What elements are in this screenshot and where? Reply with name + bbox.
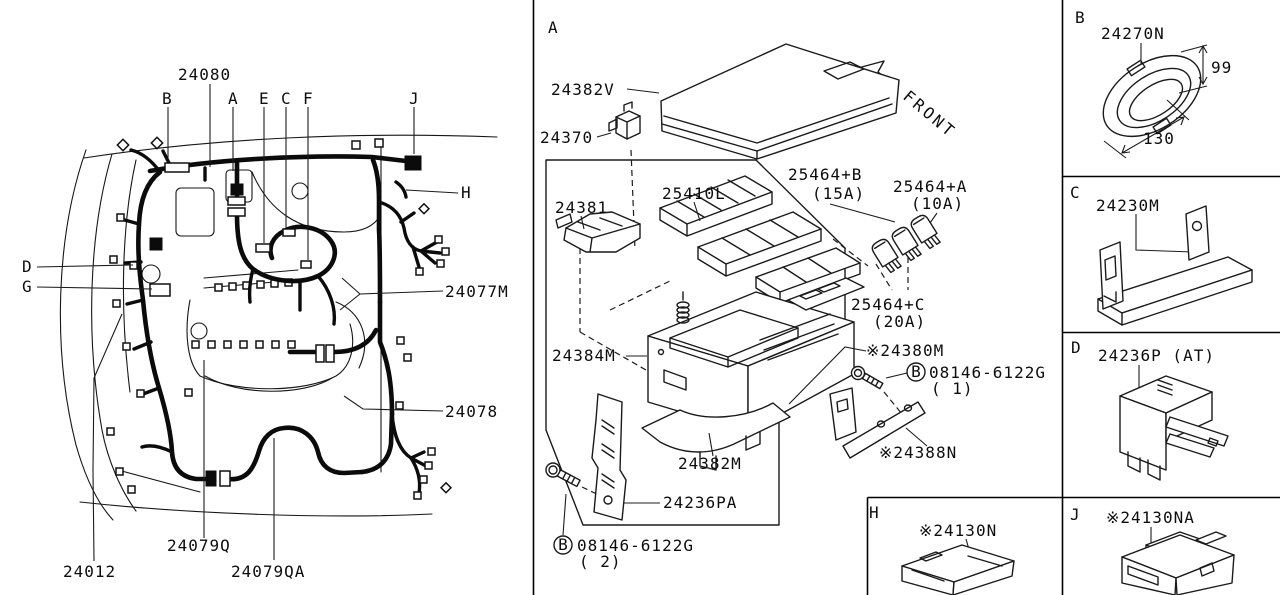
label-24381: 24381 [555, 198, 608, 217]
section-b-letter: B [1075, 8, 1085, 27]
bracket-24381-drawing [555, 211, 641, 253]
label-24270n: 24270N [1101, 24, 1165, 43]
callout-e: E [259, 89, 269, 108]
section-a-labels: 24382V 24370 24381 25410L 24384M 25464+B… [540, 80, 1046, 571]
section-b-panel: B 24270N 99 130 [1075, 8, 1232, 159]
callout-c: C [281, 89, 291, 108]
label-25464c-amp: (20A) [873, 312, 926, 331]
callout-f: F [303, 89, 313, 108]
grommet-24270n-drawing [1102, 54, 1202, 138]
label-bolt2-part: 08146-6122G [577, 536, 694, 555]
label-24080: 24080 [178, 65, 231, 84]
label-bolt1-part: 08146-6122G [929, 363, 1046, 382]
label-24382m: 24382M [678, 454, 742, 473]
label-25464a: 25464+A [893, 177, 967, 196]
label-25464b-amp: (15A) [812, 184, 865, 203]
label-24236p-at: 24236P (AT) [1098, 346, 1215, 365]
section-h-letter: H [869, 503, 879, 522]
callout-h: H [461, 183, 471, 202]
callout-d: D [22, 257, 32, 276]
section-c-panel: C 24230M [1070, 183, 1253, 326]
relay-24236p-drawing [1119, 375, 1229, 481]
label-24380m: ※24380M [866, 341, 944, 360]
label-bolt1-qty: ( 1) [931, 379, 974, 398]
engine-harness-panel: 24080 B A E C F J H D G 24077M 24078 240… [22, 65, 509, 581]
label-25464a-amp: (10A) [911, 194, 964, 213]
airbox-outline [175, 187, 215, 237]
label-24230m: 24230M [1096, 196, 1160, 215]
bolt1-ref-letter: B [911, 362, 921, 381]
section-a-leader-lines [562, 88, 938, 536]
callout-a: A [228, 89, 238, 108]
bolt-callout-2: B 08146-6122G ( 2) [553, 535, 694, 571]
label-24236pa: 24236PA [663, 493, 737, 512]
label-24077m: 24077M [445, 282, 509, 301]
section-c-letter: C [1070, 183, 1080, 202]
label-24130n: ※24130N [919, 521, 997, 540]
bracket-24230m-drawing [1097, 205, 1253, 326]
dimension-130: 130 [1103, 99, 1190, 159]
label-24078: 24078 [445, 402, 498, 421]
bolt-callout-1: B 08146-6122G ( 1) [906, 362, 1046, 398]
engine-outline [141, 169, 366, 392]
connectors [106, 136, 453, 500]
bolt-1-drawing [850, 365, 884, 390]
bracket-24382m-drawing [641, 402, 791, 453]
bolt2-ref-letter: B [558, 535, 568, 554]
label-24382v: 24382V [551, 80, 615, 99]
fusible-link-block-drawing [659, 175, 861, 304]
bracket-24388n-drawing [829, 387, 926, 459]
label-24384m: 24384M [552, 346, 616, 365]
fuse-25464-drawings [871, 214, 941, 274]
section-j-letter: J [1070, 505, 1080, 524]
harness-leader-lines [36, 84, 459, 562]
section-j-panel: J ※24130NA [1070, 505, 1235, 595]
callout-b: B [162, 89, 172, 108]
section-d-panel: D 24236P (AT) [1071, 338, 1229, 481]
connector-j-black [404, 155, 422, 171]
dimension-99: 99 [1178, 44, 1232, 94]
label-24079qa: 24079QA [231, 562, 305, 581]
connector-24130na-drawing [1121, 531, 1235, 595]
fuse-box-cover-drawing [660, 43, 900, 160]
label-24130na: ※24130NA [1106, 508, 1195, 527]
label-24370: 24370 [540, 128, 593, 147]
callout-g: G [22, 277, 32, 296]
front-label: FRONT [899, 87, 960, 142]
callout-j: J [409, 89, 419, 108]
harness-routing [119, 148, 442, 495]
label-25464b: 25464+B [788, 165, 862, 184]
label-24388n: ※24388N [879, 443, 957, 462]
label-24079q: 24079Q [167, 536, 231, 555]
clip-24370-drawing [608, 101, 641, 140]
section-h-panel: H ※24130N [869, 503, 1015, 595]
panel-dividers [532, 0, 1280, 595]
label-dim-99: 99 [1211, 58, 1232, 77]
section-a-letter: A [548, 18, 558, 37]
bolt-2-drawing [545, 462, 581, 488]
bracket-24236pa-drawing [591, 393, 627, 521]
fuse-box-base-drawing [641, 277, 865, 471]
section-d-letter: D [1071, 338, 1081, 357]
section-a-panel: A FRONT [540, 18, 1046, 571]
label-bolt2-qty: ( 2) [579, 552, 622, 571]
label-dim-130: 130 [1143, 129, 1175, 148]
harness-labels: 24080 B A E C F J H D G 24077M 24078 240… [22, 65, 509, 581]
label-25464c: 25464+C [851, 295, 925, 314]
injector-row-bottom [191, 340, 296, 349]
label-25410l: 25410L [662, 184, 726, 203]
connector-24130n-drawing [901, 544, 1015, 595]
label-24012: 24012 [63, 562, 116, 581]
